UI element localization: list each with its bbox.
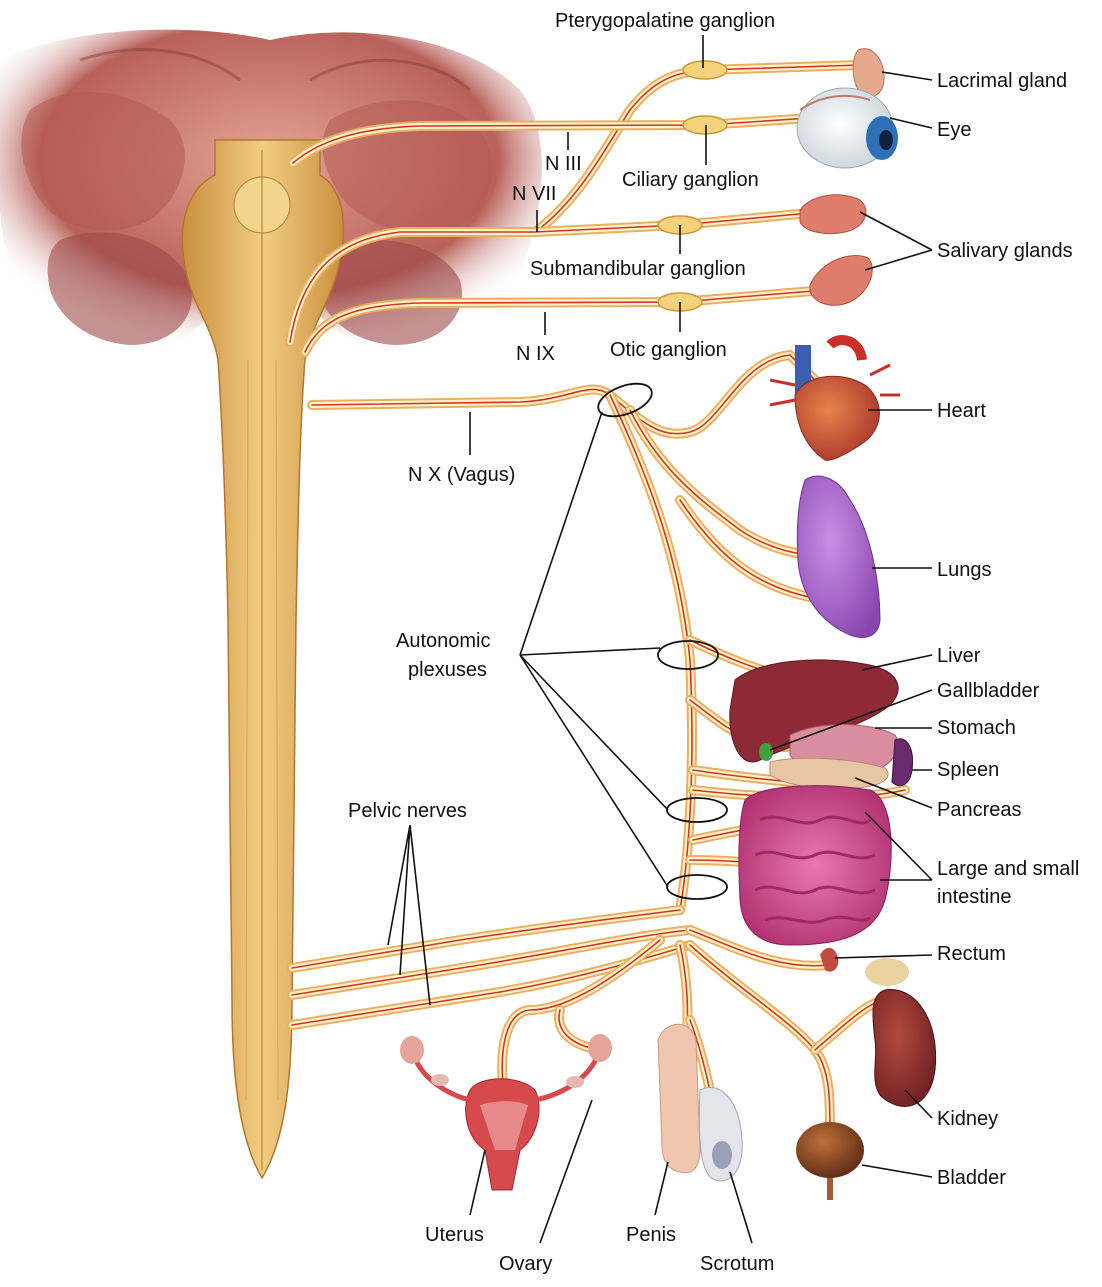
label-submandibular-ganglion: Submandibular ganglion	[530, 258, 746, 280]
label-lacrimal-gland: Lacrimal gland	[937, 70, 1067, 92]
label-autonomic-plexuses-line1: Autonomic	[396, 630, 491, 652]
label-liver: Liver	[937, 645, 981, 667]
abdominal-organs-illustration	[730, 660, 913, 788]
label-scrotum: Scrotum	[700, 1253, 774, 1275]
label-eye: Eye	[937, 119, 971, 141]
label-penis: Penis	[626, 1224, 676, 1246]
label-pelvic-nerves: Pelvic nerves	[348, 800, 467, 822]
label-spleen: Spleen	[937, 759, 999, 781]
pterygopalatine-ganglion-node	[683, 61, 727, 79]
lungs-illustration	[797, 476, 880, 637]
label-large-small-intestine-line1: Large and small	[937, 858, 1079, 880]
label-stomach: Stomach	[937, 717, 1016, 739]
pelvic-nerve-tree	[292, 910, 888, 1160]
label-lungs: Lungs	[937, 559, 992, 581]
plexus-ellipse-4	[667, 875, 727, 899]
salivary-glands-illustration	[800, 195, 872, 305]
label-salivary-glands: Salivary glands	[937, 240, 1073, 262]
label-gallbladder: Gallbladder	[937, 680, 1040, 702]
intestine-illustration	[739, 786, 891, 945]
label-otic-ganglion: Otic ganglion	[610, 339, 727, 361]
ciliary-ganglion-node	[683, 116, 727, 134]
bladder-illustration	[796, 1122, 864, 1200]
label-ovary: Ovary	[499, 1253, 552, 1275]
label-autonomic-plexuses-line2: plexuses	[408, 659, 487, 681]
eye-illustration	[797, 88, 898, 168]
label-n-vii: N VII	[512, 183, 556, 205]
label-n-iii: N III	[545, 153, 582, 175]
label-uterus: Uterus	[425, 1224, 484, 1246]
label-heart: Heart	[937, 400, 986, 422]
label-pancreas: Pancreas	[937, 799, 1022, 821]
label-n-x-vagus: N X (Vagus)	[408, 464, 515, 486]
kidney-illustration	[865, 958, 936, 1106]
label-large-small-intestine-line2: intestine	[937, 886, 1012, 908]
plexus-ellipse-3	[667, 798, 727, 822]
label-ciliary-ganglion: Ciliary ganglion	[622, 169, 759, 191]
label-pterygopalatine-ganglion: Pterygopalatine ganglion	[555, 10, 775, 32]
label-kidney: Kidney	[937, 1108, 998, 1130]
label-n-ix: N IX	[516, 343, 555, 365]
label-rectum: Rectum	[937, 943, 1006, 965]
label-bladder: Bladder	[937, 1167, 1006, 1189]
